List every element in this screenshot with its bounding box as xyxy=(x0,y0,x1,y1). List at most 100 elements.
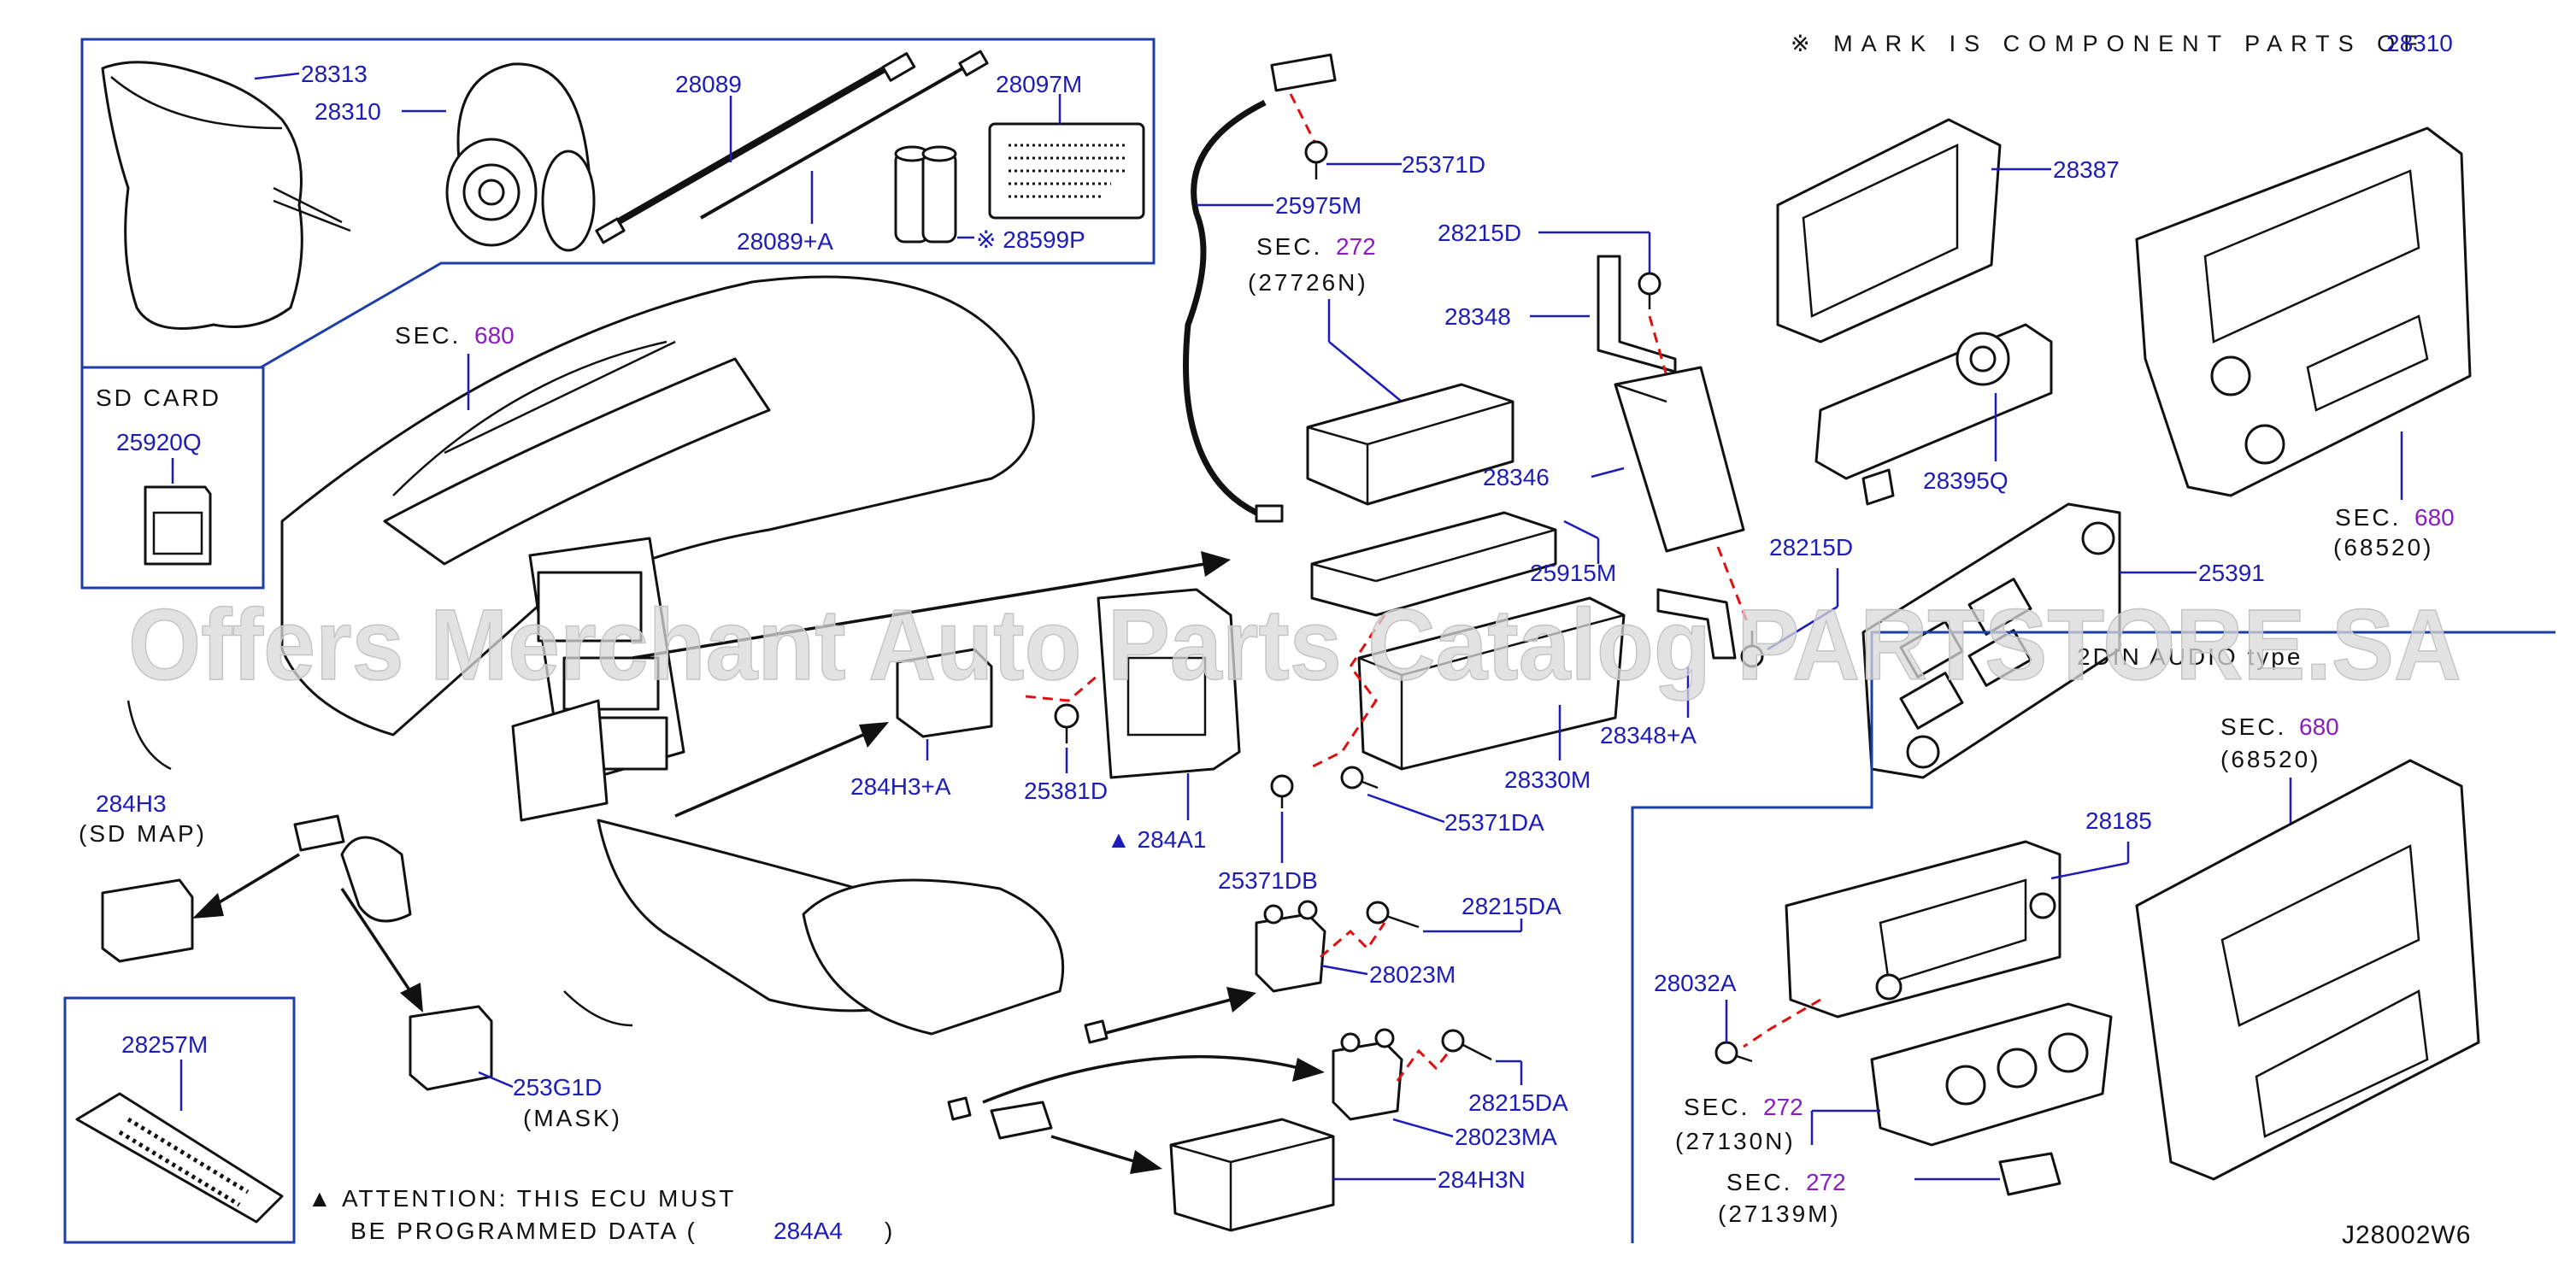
watermark-text: Offers Merchant Auto Parts Catalog PARTS… xyxy=(128,589,2461,702)
module-284h3n-illustration xyxy=(947,1019,1335,1232)
bracket-25915m-illustration xyxy=(1310,511,1557,617)
part-28346-label: 28346 xyxy=(1483,464,1550,490)
remote-control-illustration xyxy=(75,1092,284,1224)
section-680-c-number: 680 xyxy=(2299,713,2339,740)
screw-28215d-icon xyxy=(1638,272,1661,309)
din-audio-label: 2DIN AUDIO type xyxy=(2077,643,2303,670)
headphones-illustration xyxy=(445,62,596,252)
callout-arrows xyxy=(192,551,1325,1174)
part-25391-label: 25391 xyxy=(2198,560,2265,586)
part-28313-label: 28313 xyxy=(301,61,368,87)
section-680-c-sub: (68520) xyxy=(2220,746,2321,772)
sd-card-title: SD CARD xyxy=(96,385,221,411)
screw-28215da-b-icon xyxy=(1441,1029,1492,1061)
section-680-a-prefix: SEC. xyxy=(395,322,461,349)
part-25975m-label: 25975M xyxy=(1275,192,1362,219)
mark-note: ※ MARK IS COMPONENT PARTS OF xyxy=(1791,31,2426,56)
sensor-28023ma-illustration xyxy=(1332,1028,1403,1121)
part-28330m-label: 28330M xyxy=(1504,766,1591,793)
part-25915m-label: 25915M xyxy=(1530,560,1616,586)
section-680-a-number: 680 xyxy=(474,322,515,349)
section-272-c-number: 272 xyxy=(1806,1169,1846,1195)
screw-28215da-a-icon xyxy=(1366,901,1420,929)
climate-control-illustration xyxy=(1870,1002,2113,1147)
part-28310-label: 28310 xyxy=(315,98,381,125)
section-272-a-sub: (27726N) xyxy=(1248,269,1368,296)
part-28387-label: 28387 xyxy=(2053,156,2120,183)
part-28215da-a-label: 28215DA xyxy=(1461,893,1561,919)
attention-close: ) xyxy=(885,1218,895,1244)
ecu-284a1-illustration xyxy=(1097,588,1241,779)
part-25381d-label: 25381D xyxy=(1024,778,1108,804)
tcu-module-illustration xyxy=(1306,383,1514,506)
part-25371d-label: 25371D xyxy=(1402,151,1485,178)
screw-25371db-icon xyxy=(1270,774,1294,808)
control-unit-28346-illustration xyxy=(1614,366,1745,553)
sd-card-panel: SD CARD 25920Q xyxy=(96,385,221,566)
part-28032a-label: 28032A xyxy=(1654,970,1737,996)
part-253g1d-note: (MASK) xyxy=(523,1105,622,1131)
audio-bezel-illustration xyxy=(2135,759,2480,1181)
part-28215d-mid-label: 28215D xyxy=(1769,534,1853,561)
part-284h3-note: (SD MAP) xyxy=(79,820,207,847)
sd-card-icon xyxy=(144,485,212,566)
part-284h3a-label: 284H3+A xyxy=(850,773,951,800)
section-272-b-number: 272 xyxy=(1763,1094,1803,1120)
part-28215da-b-label: 28215DA xyxy=(1468,1089,1568,1116)
part-284a1-label: ▲ 284A1 xyxy=(1107,826,1206,853)
finisher-panel-illustration xyxy=(2135,126,2472,497)
owner-manual-illustration xyxy=(988,122,1145,220)
part-28348a-label: 28348+A xyxy=(1600,722,1697,748)
part-284h3n-label: 284H3N xyxy=(1438,1166,1526,1193)
display-28387-illustration xyxy=(1776,118,2002,343)
mount-bracket-28348-icon xyxy=(1597,255,1677,373)
switch-27139m-icon xyxy=(1998,1152,2061,1196)
din-audio-region: 2DIN AUDIO type xyxy=(1631,631,2555,1243)
mount-bracket-28348a-icon xyxy=(1656,588,1737,660)
part-28185-label: 28185 xyxy=(2085,807,2152,834)
part-28089-label: 28089 xyxy=(675,71,742,97)
attention-ref: 284A4 xyxy=(773,1218,843,1244)
dashboard-illustration xyxy=(126,275,1065,1036)
screw-25371d-icon xyxy=(1304,140,1328,179)
part-284h3-label: 284H3 xyxy=(96,790,167,817)
storage-bag-illustration xyxy=(101,61,351,330)
accessory-callout-box xyxy=(80,38,1156,590)
part-28023ma-label: 28023MA xyxy=(1455,1124,1557,1150)
screw-28215d-mid-icon xyxy=(1740,631,1764,668)
part-28023m-label: 28023M xyxy=(1369,961,1456,988)
diagram-code: J28002W6 xyxy=(2342,1221,2471,1249)
audio-cables-illustration xyxy=(595,50,989,244)
section-680-b-number: 680 xyxy=(2414,504,2455,531)
sd-map-module-illustration xyxy=(101,814,345,963)
part-25371da-label: 25371DA xyxy=(1444,809,1544,836)
part-28089a-label: 28089+A xyxy=(737,228,833,255)
part-28097m-label: 28097M xyxy=(996,71,1082,97)
attention-line-2: BE PROGRAMMED DATA ( xyxy=(350,1218,697,1244)
section-272-a-number: 272 xyxy=(1336,233,1376,260)
section-272-b-prefix: SEC. xyxy=(1684,1094,1750,1120)
sd-card-part-number: 25920Q xyxy=(116,429,202,455)
part-28348-label: 28348 xyxy=(1444,303,1511,330)
screw-25371da-icon xyxy=(1340,766,1379,790)
section-680-b-prefix: SEC. xyxy=(2335,504,2401,531)
section-272-a-prefix: SEC. xyxy=(1256,233,1322,260)
remote-callout-box xyxy=(63,996,296,1244)
section-680-b-sub: (68520) xyxy=(2333,534,2434,561)
section-272-c-prefix: SEC. xyxy=(1726,1169,1792,1195)
part-28257m-label: 28257M xyxy=(121,1031,208,1058)
av-unit-28330m-illustration xyxy=(1357,596,1626,771)
switch-panel-25391-illustration xyxy=(1861,502,2121,779)
attention-line-1: ▲ ATTENTION: THIS ECU MUST xyxy=(308,1185,736,1212)
batteries-illustration xyxy=(894,145,957,244)
section-272-c-sub: (27139M) xyxy=(1718,1200,1841,1227)
part-28215d-top-label: 28215D xyxy=(1438,220,1521,246)
screw-25381d-icon xyxy=(1054,703,1079,743)
part-28599p-label: ※ 28599P xyxy=(976,226,1085,253)
part-25371db-label: 25371DB xyxy=(1218,867,1318,894)
antenna-cable-illustration xyxy=(1183,53,1337,523)
section-272-b-sub: (27130N) xyxy=(1675,1128,1796,1154)
mask-module-illustration xyxy=(409,1005,493,1091)
mark-note-ref: 28310 xyxy=(2386,30,2453,56)
